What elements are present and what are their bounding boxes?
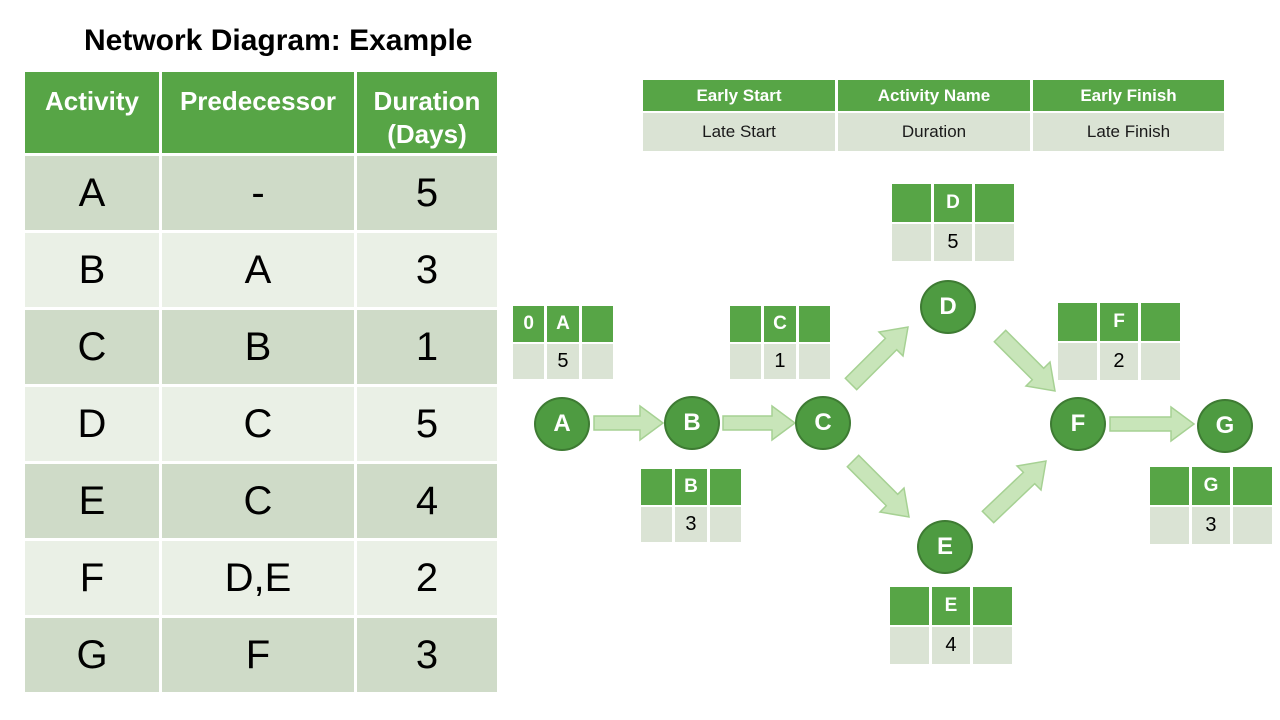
duration-cell: 3	[675, 507, 707, 542]
late-finish-cell	[975, 224, 1014, 261]
edge-arrow-e-f	[981, 460, 1047, 524]
cell-predecessor: A	[162, 233, 354, 307]
late-start-cell	[890, 627, 929, 664]
node-B: B	[664, 396, 720, 450]
node-info-box-E: E 4	[890, 587, 1012, 664]
node-info-box-G: G 3	[1150, 467, 1272, 544]
duration-cell: 4	[931, 627, 971, 664]
activity-name-cell: A	[547, 306, 579, 342]
activity-name-cell: B	[675, 469, 707, 505]
cell-activity: A	[25, 156, 159, 230]
duration-cell: 5	[933, 224, 973, 261]
cell-predecessor: C	[162, 464, 354, 538]
early-start-cell	[641, 469, 673, 505]
cell-duration: 5	[357, 387, 497, 461]
column-header-predecessor: Predecessor	[162, 72, 354, 153]
duration-cell: 2	[1099, 343, 1139, 380]
late-start-cell	[513, 344, 545, 379]
node-G: G	[1197, 399, 1253, 453]
late-start-cell	[1058, 343, 1097, 380]
late-finish-cell	[1233, 507, 1272, 544]
cell-duration: 2	[357, 541, 497, 615]
early-start-cell	[730, 306, 762, 342]
early-finish-cell	[581, 306, 613, 342]
node-info-box-A: 0 A 5	[513, 306, 613, 379]
duration-cell: 1	[764, 344, 796, 379]
late-start-cell	[641, 507, 673, 542]
legend-late-start: Late Start	[643, 113, 835, 151]
legend-activity-name: Activity Name	[838, 80, 1030, 111]
late-finish-cell	[973, 627, 1012, 664]
activity-name-cell: F	[1099, 303, 1139, 341]
early-finish-cell	[975, 184, 1014, 222]
node-info-box-D: D 5	[892, 184, 1014, 261]
edge-arrow-d-f	[993, 329, 1056, 392]
early-finish-cell	[1233, 467, 1272, 505]
legend-early-finish: Early Finish	[1033, 80, 1224, 111]
duration-cell: 3	[1191, 507, 1231, 544]
node-C: C	[795, 396, 851, 450]
legend-duration: Duration	[838, 113, 1030, 151]
node-info-box-F: F 2	[1058, 303, 1180, 380]
late-finish-cell	[581, 344, 613, 379]
node-F: F	[1050, 397, 1106, 451]
cell-duration: 4	[357, 464, 497, 538]
early-finish-cell	[709, 469, 741, 505]
early-finish-cell	[798, 306, 830, 342]
early-start-cell	[1058, 303, 1097, 341]
cell-predecessor: -	[162, 156, 354, 230]
cell-activity: C	[25, 310, 159, 384]
late-start-cell	[892, 224, 931, 261]
cell-duration: 3	[357, 618, 497, 692]
late-finish-cell	[709, 507, 741, 542]
legend-early-start: Early Start	[643, 80, 835, 111]
early-start-cell	[1150, 467, 1189, 505]
activity-name-cell: E	[931, 587, 971, 625]
edge-arrow-c-d	[844, 326, 909, 391]
cell-duration: 5	[357, 156, 497, 230]
early-finish-cell	[1141, 303, 1180, 341]
edge-arrow-c-e	[846, 454, 910, 518]
early-finish-cell	[973, 587, 1012, 625]
node-A: A	[534, 397, 590, 451]
late-start-cell	[1150, 507, 1189, 544]
early-start-cell: 0	[513, 306, 545, 342]
edge-arrow-f-g	[1109, 405, 1196, 443]
cell-activity: F	[25, 541, 159, 615]
node-info-box-C: C 1	[730, 306, 830, 379]
activity-name-cell: G	[1191, 467, 1231, 505]
cell-duration: 3	[357, 233, 497, 307]
duration-cell: 5	[547, 344, 579, 379]
late-finish-cell	[1141, 343, 1180, 380]
cell-activity: D	[25, 387, 159, 461]
activity-name-cell: C	[764, 306, 796, 342]
cell-duration: 1	[357, 310, 497, 384]
cell-predecessor: F	[162, 618, 354, 692]
early-start-cell	[890, 587, 929, 625]
activity-name-cell: D	[933, 184, 973, 222]
activity-table: Activity Predecessor Duration (Days) A -…	[25, 72, 497, 692]
cell-activity: G	[25, 618, 159, 692]
node-D: D	[920, 280, 976, 334]
early-start-cell	[892, 184, 931, 222]
node-info-box-B: B 3	[641, 469, 741, 542]
cell-predecessor: B	[162, 310, 354, 384]
cell-predecessor: D,E	[162, 541, 354, 615]
late-finish-cell	[798, 344, 830, 379]
column-header-activity: Activity	[25, 72, 159, 153]
legend-table: Early Start Activity Name Early Finish L…	[643, 80, 1224, 151]
edge-arrow-b-c	[722, 404, 797, 442]
late-start-cell	[730, 344, 762, 379]
cell-activity: E	[25, 464, 159, 538]
column-header-duration: Duration (Days)	[357, 72, 497, 153]
edge-arrow-a-b	[593, 404, 665, 442]
node-E: E	[917, 520, 973, 574]
cell-predecessor: C	[162, 387, 354, 461]
page-title: Network Diagram: Example	[84, 24, 473, 57]
cell-activity: B	[25, 233, 159, 307]
legend-late-finish: Late Finish	[1033, 113, 1224, 151]
